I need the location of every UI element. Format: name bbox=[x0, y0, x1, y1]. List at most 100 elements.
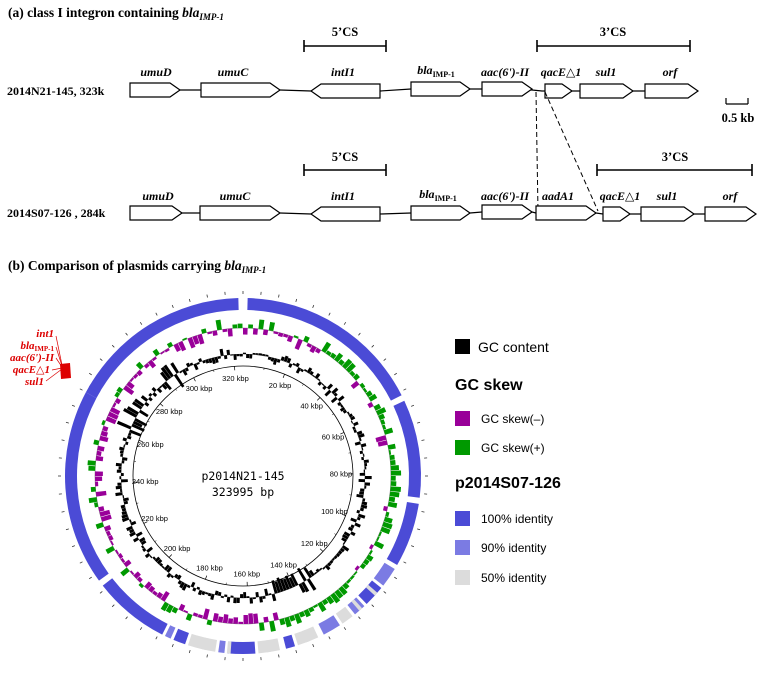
gc-content-bar bbox=[120, 504, 126, 509]
gc-skew-bar bbox=[382, 424, 387, 430]
gc-content-bar bbox=[295, 362, 300, 368]
track1-aac-label: aac(6')-II bbox=[481, 65, 530, 79]
outer-tick bbox=[383, 358, 387, 361]
gc-content-bar bbox=[337, 550, 343, 555]
identity-segment bbox=[64, 392, 109, 581]
gc-content-bar bbox=[258, 353, 263, 356]
gc-content-bar bbox=[220, 595, 224, 599]
gc-content-bar bbox=[341, 537, 348, 543]
identity-segment bbox=[202, 637, 209, 651]
gc-content-bar bbox=[361, 456, 364, 461]
gc-skew-bar bbox=[330, 592, 341, 604]
outer-tick bbox=[99, 591, 103, 594]
outer-tick bbox=[88, 576, 92, 580]
gc-content-bar bbox=[129, 528, 135, 534]
gc-skew-bar bbox=[353, 571, 358, 576]
legend: GC content GC skew GC skew(–) GC skew(+)… bbox=[455, 339, 561, 585]
gc-content-bar bbox=[160, 371, 169, 382]
gc-skew-bar bbox=[289, 615, 296, 622]
gc-skew-bar bbox=[171, 606, 179, 614]
gc-content-bar bbox=[123, 444, 126, 448]
gc-content-bar bbox=[211, 357, 216, 365]
outer-tick bbox=[188, 650, 191, 654]
gc-content-bar bbox=[152, 392, 158, 397]
gc-content-bar bbox=[359, 472, 365, 476]
gc-content-bar bbox=[146, 546, 153, 553]
gc-skew-bar bbox=[258, 319, 265, 330]
gc-skew-ring bbox=[87, 319, 402, 632]
gc-content-bar bbox=[217, 356, 221, 360]
outer-tick bbox=[139, 321, 143, 325]
gc-content-bar bbox=[283, 355, 289, 363]
gc-skew-bar bbox=[95, 490, 107, 497]
gc-skew-bar bbox=[95, 455, 104, 462]
gc-content-bar bbox=[356, 494, 364, 499]
gc-skew-bar bbox=[258, 622, 265, 631]
outer-tick bbox=[358, 616, 361, 620]
panel-b-title: (b) Comparison of plasmids carrying blaI… bbox=[8, 258, 266, 275]
gc-content-bar bbox=[364, 476, 372, 480]
gc-content-bar bbox=[356, 509, 360, 514]
gc-content-bar bbox=[126, 406, 139, 415]
gc-content-bar bbox=[163, 381, 172, 391]
gc-skew-bar bbox=[388, 450, 392, 455]
gc-content-bar bbox=[132, 401, 143, 410]
gc-content-bar bbox=[197, 589, 203, 596]
gc-skew-bar bbox=[293, 335, 299, 339]
gc-content-bar bbox=[249, 597, 254, 604]
gc-content-bar bbox=[298, 583, 306, 593]
gc-content-bar bbox=[156, 387, 163, 394]
legend-swatch-id50 bbox=[455, 570, 470, 585]
gc-skew-bar bbox=[365, 554, 374, 562]
gc-content-bar bbox=[337, 401, 342, 407]
gc-skew-bar bbox=[88, 497, 98, 504]
gc-skew-bar bbox=[387, 443, 396, 450]
gc-skew-bar bbox=[233, 617, 239, 624]
gc-skew-bar bbox=[321, 341, 332, 354]
kbp-tick-label: 280 kbp bbox=[156, 407, 183, 416]
identity-ring bbox=[64, 298, 421, 654]
gc-content-bar bbox=[341, 545, 350, 552]
gc-content-bar bbox=[239, 354, 243, 357]
outer-tick bbox=[206, 654, 208, 658]
gc-content-bar bbox=[326, 383, 334, 390]
track1-intI1-arrow bbox=[309, 83, 381, 99]
kbp-tick-label: 80 kbp bbox=[330, 470, 353, 479]
gc-content-bar bbox=[121, 473, 124, 476]
gc-content-bar bbox=[163, 364, 174, 378]
gc-skew-bar bbox=[144, 581, 153, 590]
gc-content-bar bbox=[363, 459, 369, 464]
gc-content-bar bbox=[361, 501, 368, 506]
gc-content-bar bbox=[186, 584, 191, 589]
track2-sul1-label: sul1 bbox=[656, 189, 678, 203]
gc-skew-bar bbox=[187, 337, 196, 349]
gc-skew-bar bbox=[388, 496, 396, 503]
gc-content-bar bbox=[170, 574, 174, 579]
outer-tick bbox=[343, 627, 347, 631]
gc-content-bar bbox=[190, 581, 196, 588]
gc-content-bar bbox=[312, 374, 316, 378]
kbp-tick-label: 180 kbp bbox=[196, 564, 223, 573]
gc-skew-bar bbox=[207, 331, 213, 335]
gc-content-bar bbox=[193, 363, 199, 371]
gc-skew-bar bbox=[382, 505, 388, 512]
outer-tick bbox=[371, 344, 375, 348]
track2-aadA1-arrow bbox=[535, 205, 598, 221]
gc-content-bar bbox=[340, 404, 344, 408]
gc-content-bar bbox=[132, 537, 139, 543]
track2-5cs-bracket: 5’CS bbox=[303, 150, 387, 176]
gc-content-bar bbox=[270, 357, 275, 362]
gc-content-bar bbox=[284, 575, 293, 589]
gc-content-bar bbox=[300, 368, 304, 373]
gc-skew-bar bbox=[342, 582, 350, 590]
identity-segment bbox=[247, 298, 402, 401]
gc-content-bar bbox=[123, 500, 129, 505]
gc-content-bar bbox=[160, 366, 172, 380]
outer-tick bbox=[139, 627, 143, 631]
track1-umuC-arrow bbox=[200, 82, 282, 98]
insertion-dash-left bbox=[535, 91, 539, 212]
identity-segment bbox=[351, 599, 363, 611]
